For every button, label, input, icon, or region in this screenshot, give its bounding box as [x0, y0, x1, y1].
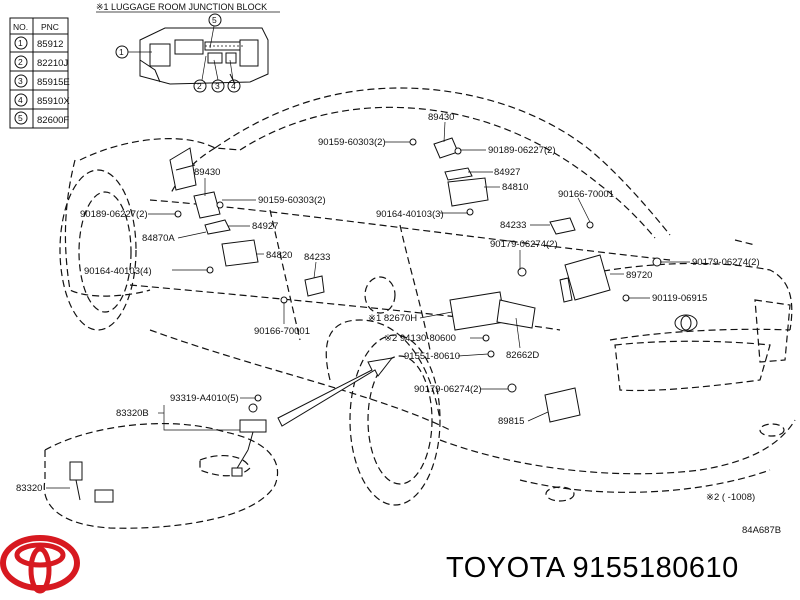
part-label: 83320	[16, 483, 42, 494]
pnc-table: NO. PNC 1 85912 2 82210J 3 85915E 4 8591…	[9, 17, 70, 129]
part-label: 84820	[266, 250, 292, 261]
brand-name: TOYOTA	[446, 552, 564, 584]
part-label: 90179-06274(2)	[414, 384, 482, 395]
junction-block-drawing	[139, 27, 269, 85]
direction-arrow	[277, 357, 394, 427]
part-label: 90159-60303(2)	[318, 137, 386, 148]
diagram-code: 84A687B	[742, 525, 781, 536]
part-label: 90159-60303(2)	[258, 195, 326, 206]
part-label: 82662D	[506, 350, 539, 361]
fuel-tank	[43, 403, 279, 529]
part-label: 90189-06227(2)	[80, 209, 148, 220]
part-label: 84927	[252, 221, 278, 232]
part-label: 84810	[502, 182, 528, 193]
pnc-row-value: 85915E	[37, 77, 70, 88]
part-label: 89430	[194, 167, 220, 178]
callout-4: 4	[231, 81, 236, 91]
junction-block-title: ※1 LUGGAGE ROOM JUNCTION BLOCK	[96, 2, 267, 12]
part-label: 90166-70001	[558, 189, 614, 200]
callout-1: 1	[119, 47, 124, 57]
part-label: 90166-70001	[254, 326, 310, 337]
toyota-logo	[0, 535, 80, 594]
part-label: 90189-06227(2)	[488, 145, 556, 156]
pnc-row-no: 1	[18, 38, 23, 48]
footer-caption: TOYOTA 9155180610	[446, 552, 739, 585]
pnc-row-no: 2	[18, 57, 23, 67]
part-label: 90179-06274(2)	[490, 239, 558, 250]
part-label: ※1 82670H	[368, 313, 417, 324]
part-label: 84927	[494, 167, 520, 178]
part-label: 83320B	[116, 408, 149, 419]
part-label: 90164-40103(3)	[376, 209, 444, 220]
pnc-header-pnc: PNC	[41, 22, 59, 32]
pnc-header-no: NO.	[13, 22, 28, 32]
part-label: 89815	[498, 416, 524, 427]
part-label: 93319-A4010(5)	[170, 393, 239, 404]
part-label: ※2 94130-80600	[384, 333, 456, 344]
part-label: 89720	[626, 270, 652, 281]
part-label: 91551-80610	[404, 351, 460, 362]
pnc-row-no: 3	[18, 76, 23, 86]
leader-lines	[46, 121, 690, 489]
callout-2: 2	[197, 81, 202, 91]
pnc-row-value: 82210J	[37, 58, 68, 69]
part-number: 9155180610	[572, 552, 739, 584]
pnc-row-value: 82600F	[37, 115, 69, 126]
callout-5: 5	[212, 15, 217, 25]
pnc-row-value: 85912	[37, 39, 63, 50]
part-label: 89430	[428, 112, 454, 123]
part-label: 84870A	[142, 233, 175, 244]
junction-block-inset: ※1 LUGGAGE ROOM JUNCTION BLOCK NO. PNC 1…	[9, 2, 280, 129]
component-drawings	[174, 137, 662, 423]
car-body-outline	[59, 87, 796, 506]
callout-3: 3	[215, 81, 220, 91]
part-label: 84233	[304, 252, 330, 263]
part-label: 90119-06915	[652, 293, 707, 304]
pnc-row-no: 5	[18, 113, 23, 123]
part-label: 90164-40103(4)	[84, 266, 152, 277]
part-label: 90179-06274(2)	[692, 257, 760, 268]
part-labels: 89430 90159-60303(2) 90189-06227(2) 8492…	[16, 112, 760, 494]
production-range-note: ※2 ( -1008)	[706, 492, 755, 503]
part-label: 84233	[500, 220, 526, 231]
pnc-row-value: 85910X	[37, 96, 70, 107]
pnc-row-no: 4	[18, 95, 23, 105]
